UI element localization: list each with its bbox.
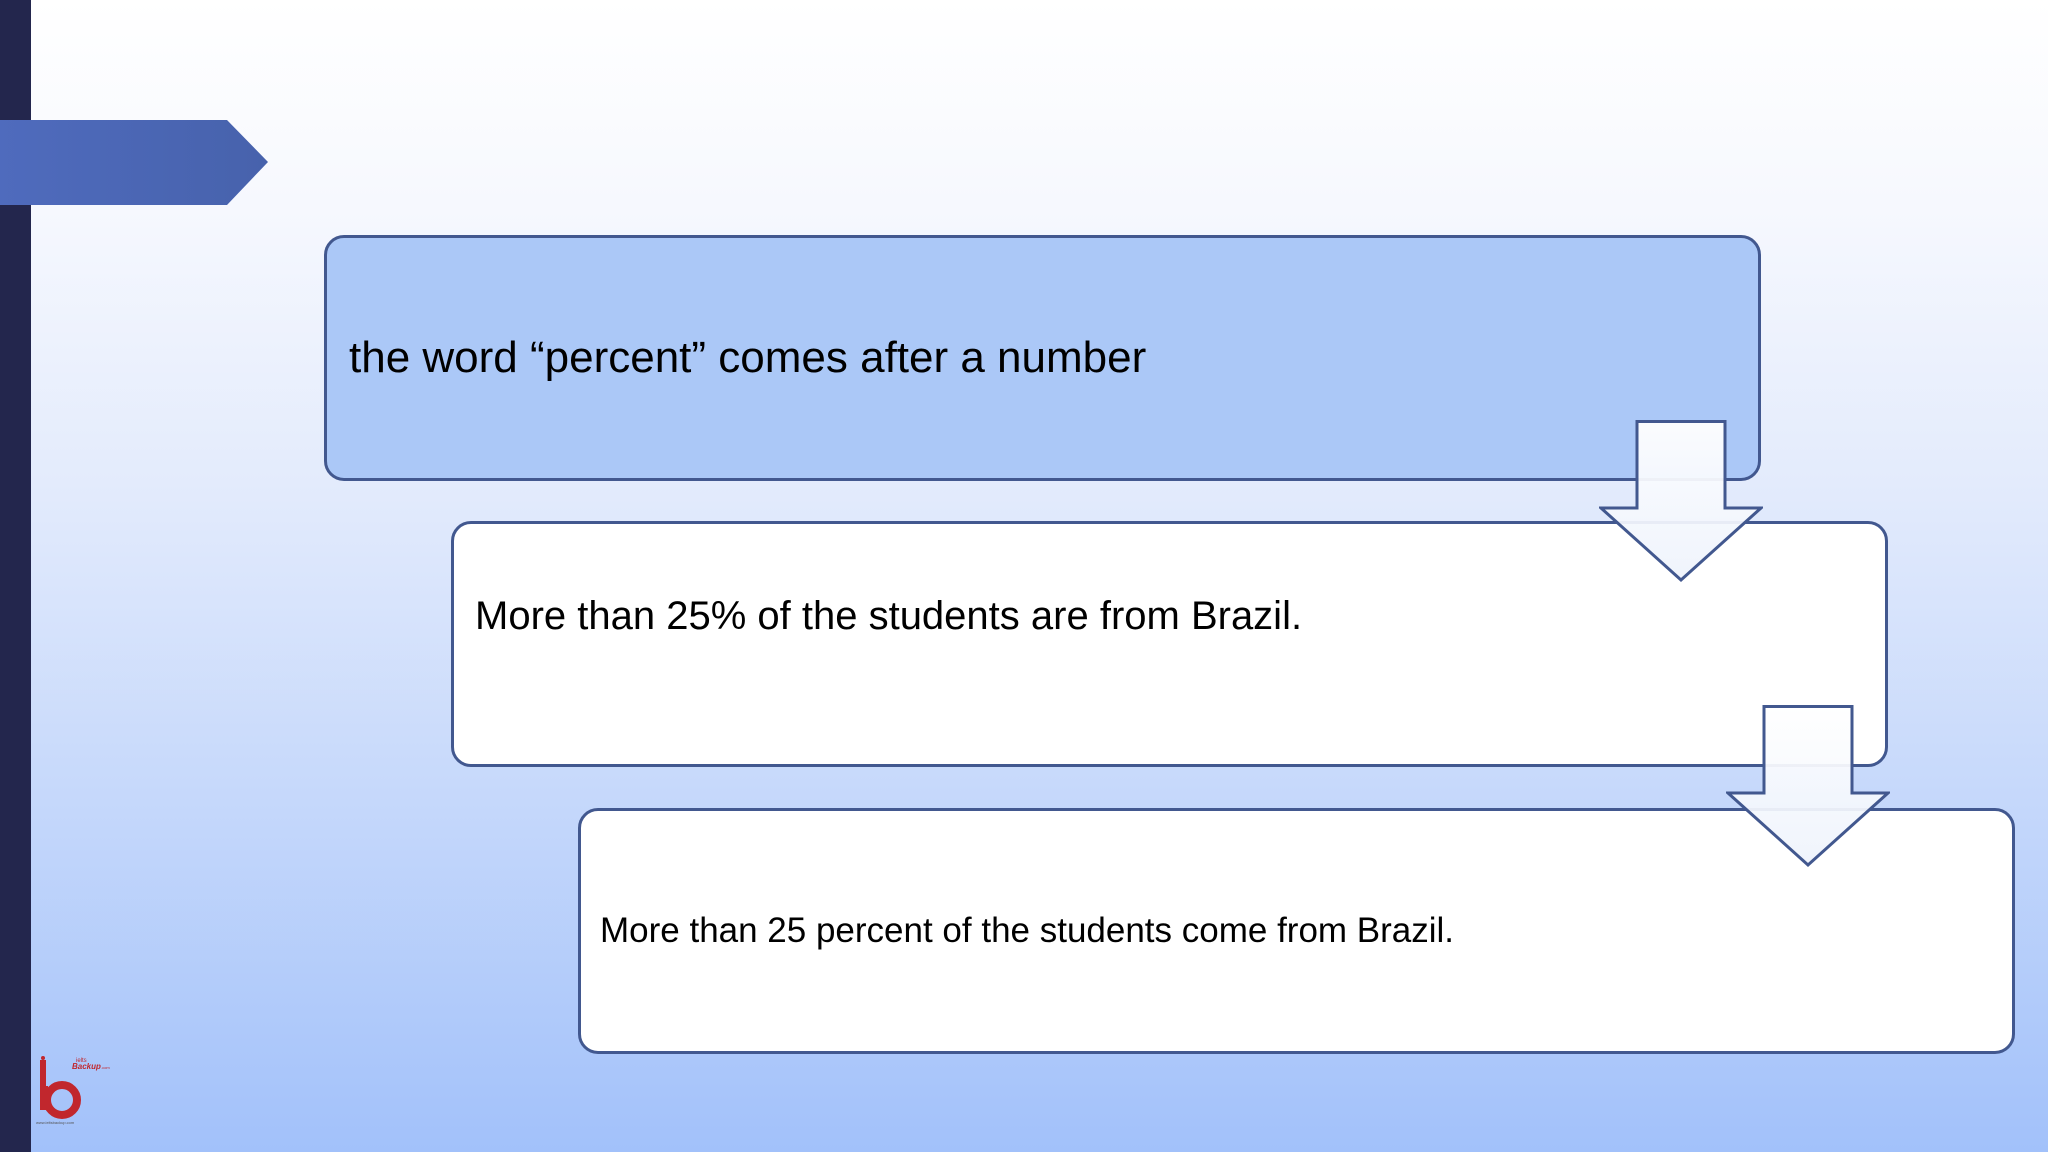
logo-b-bowl [43,1081,81,1119]
title-tab-shape [0,120,268,205]
logo-brand-suffix: .com [101,1065,110,1070]
logo-b-stem [40,1086,48,1110]
logo-brand-top: ielts [76,1058,87,1064]
logo-brand-main: Backup [72,1062,101,1071]
step-box-2: More than 25% of the students are from B… [451,521,1888,767]
logo-url: www.ieltsbackup.com [36,1120,75,1125]
step-box-3: More than 25 percent of the students com… [578,808,2015,1054]
step-text-2: More than 25% of the students are from B… [475,594,1303,638]
down-arrow-icon [1726,705,1890,868]
step-text-1: the word “percent” comes after a number [349,333,1147,382]
down-arrow-icon [1599,420,1763,583]
logo-i-stem [40,1060,46,1094]
step-box-1: the word “percent” comes after a number [324,235,1761,481]
step-text-3: More than 25 percent of the students com… [600,911,1455,950]
logo-i-dot [41,1056,45,1060]
ielts-backup-logo: ielts Backup .com www.ieltsbackup.com [36,1056,110,1125]
